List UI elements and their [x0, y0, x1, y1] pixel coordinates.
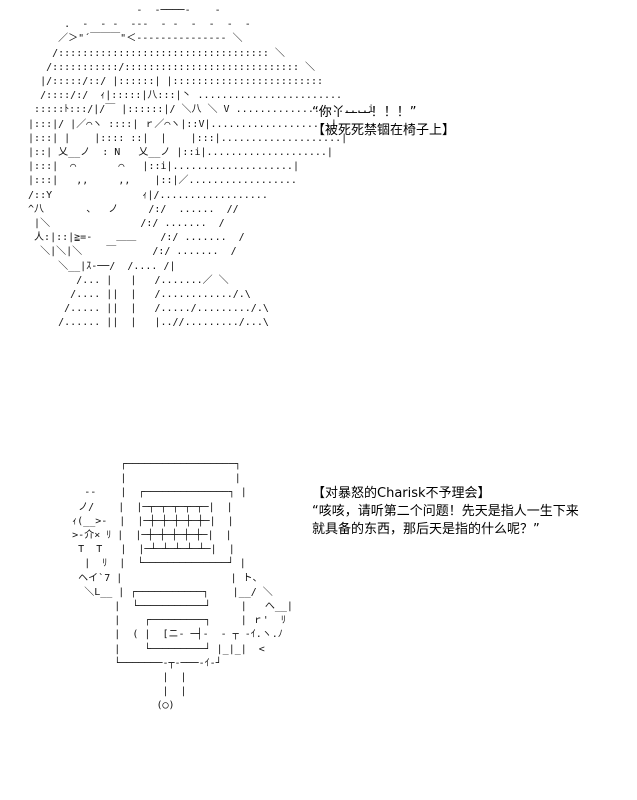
caption-tv-robot-question: 【对暴怒的Charisk不予理会】 “咳咳，请听第二个问题！先天是指人一生下来 … [312, 486, 579, 537]
caption-angry-character: “你丫——！！！” 【被死死禁锢在椅子上】 [312, 105, 456, 138]
ascii-art-angry-character: ‐ ‐────‐ ‐ . ‐ ‐ ‐ ‐‐‐ ‐ ‐ ‐ ‐ ‐ ‐ ／＞"´￣… [28, 5, 375, 329]
ascii-art-tv-robot: ┌──────────────────┐ | | ‐‐ | ┌─────────… [72, 459, 293, 712]
